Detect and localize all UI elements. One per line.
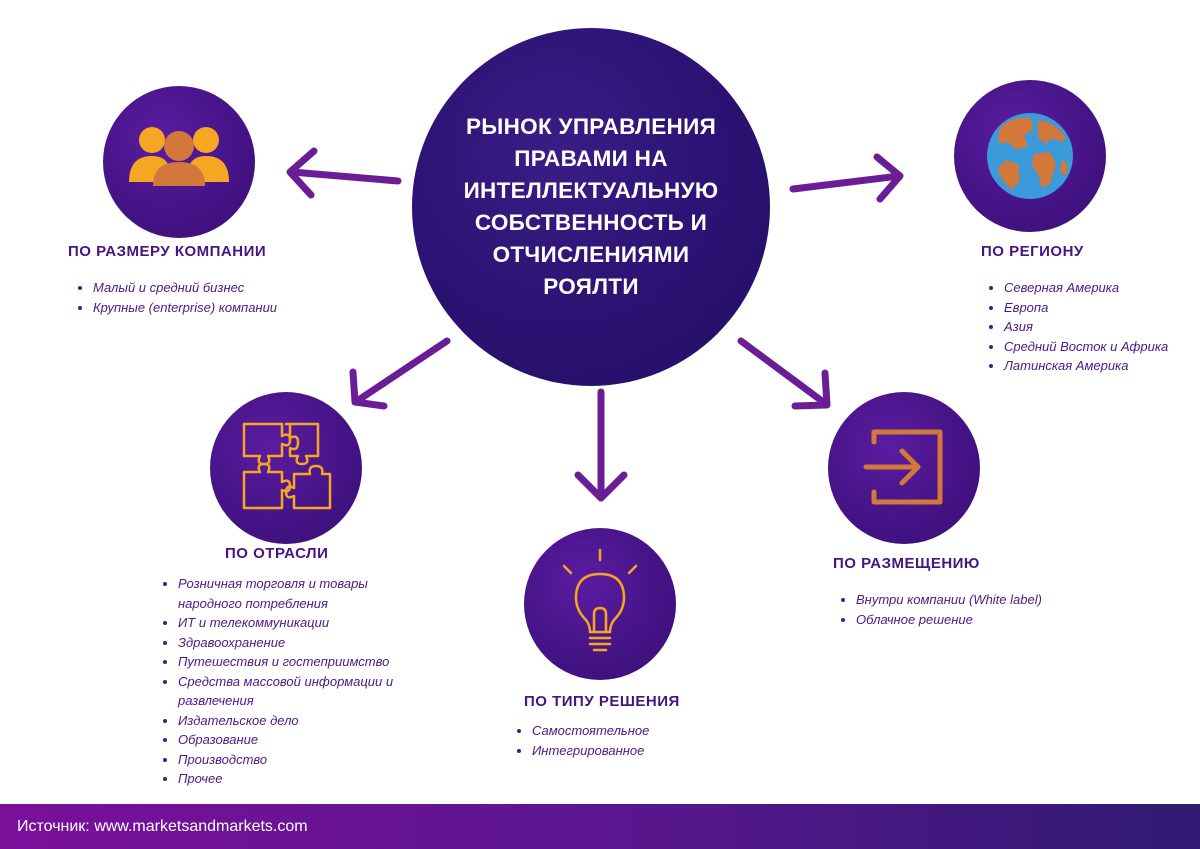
list-item: Крупные (enterprise) компании [76,298,376,318]
people-group-icon [129,127,229,186]
list-item: Малый и средний бизнес [76,278,376,298]
list-item: Средства массовой информации и развлечен… [161,672,416,711]
list-item: Внутри компании (White label) [839,590,1099,610]
arrow-to-region [789,153,904,203]
company-size-list: Малый и средний бизнес Крупные (enterpri… [76,278,376,317]
deployment-title: ПО РАЗМЕЩЕНИЮ [833,555,980,572]
industry-title: ПО ОТРАСЛИ [225,545,329,562]
list-item: Облачное решение [839,610,1099,630]
region-circle [954,80,1106,232]
industry-circle [210,392,362,544]
list-item: Путешествия и гостеприимство [161,652,416,672]
list-item: Образование [161,730,416,750]
solution-type-title: ПО ТИПУ РЕШЕНИЯ [524,693,680,710]
solution-type-list: Самостоятельное Интегрированное [515,721,735,760]
deployment-circle [828,392,980,544]
deployment-list: Внутри компании (White label) Облачное р… [839,590,1099,629]
list-item: Азия [987,317,1197,337]
list-item: Средний Восток и Африка [987,337,1197,357]
lightbulb-icon [562,548,638,652]
company-size-circle [103,86,255,238]
arrow-to-deployment [737,337,831,410]
list-item: Северная Америка [987,278,1197,298]
list-item: Розничная торговля и товары народного по… [161,574,416,613]
list-item: Европа [987,298,1197,318]
industry-list: Розничная торговля и товары народного по… [161,574,416,789]
arrow-to-industry [349,337,451,410]
list-item: Самостоятельное [515,721,735,741]
globe-icon [987,113,1073,199]
center-circle: РЫНОК УПРАВЛЕНИЯ ПРАВАМИ НА ИНТЕЛЛЕКТУАЛ… [412,28,770,386]
list-item: Прочее [161,769,416,789]
center-title: РЫНОК УПРАВЛЕНИЯ ПРАВАМИ НА ИНТЕЛЛЕКТУАЛ… [463,114,719,299]
puzzle-icon [242,422,332,510]
list-item: Латинская Америка [987,356,1197,376]
sign-in-icon [863,429,943,505]
arrow-to-company-size [286,147,402,199]
source-text: Источник: www.marketsandmarkets.com [17,818,308,835]
region-title: ПО РЕГИОНУ [981,243,1084,260]
list-item: Производство [161,750,416,770]
solution-type-circle [524,528,676,680]
region-list: Северная Америка Европа Азия Средний Вос… [987,278,1197,376]
list-item: Здравоохранение [161,633,416,653]
company-size-title: ПО РАЗМЕРУ КОМПАНИИ [68,243,267,260]
list-item: Интегрированное [515,741,735,761]
arrow-to-solution-type [574,388,628,502]
list-item: Издательское дело [161,711,416,731]
footer-bar: Источник: www.marketsandmarkets.com [0,804,1200,849]
list-item: ИТ и телекоммуникации [161,613,416,633]
